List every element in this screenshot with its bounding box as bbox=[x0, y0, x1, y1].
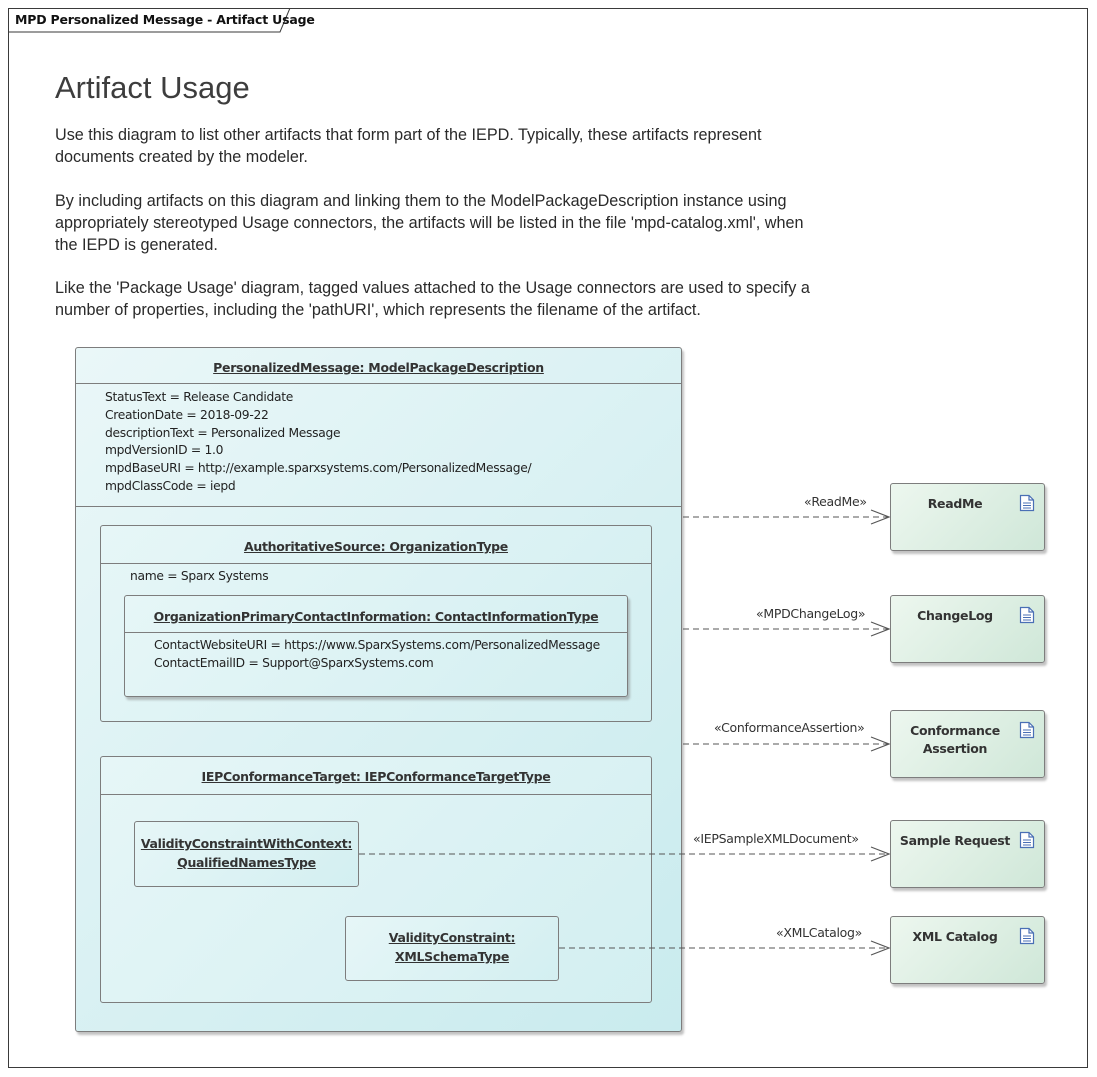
mpd-attr: mpdBaseURI = http://example.sparxsystems… bbox=[105, 461, 532, 476]
contact-information-box[interactable]: OrganizationPrimaryContactInformation: C… bbox=[124, 595, 628, 697]
stereotype-label: «ReadMe» bbox=[804, 494, 867, 509]
frame-title: MPD Personalized Message - Artifact Usag… bbox=[15, 12, 315, 27]
mpd-attr: mpdClassCode = iepd bbox=[105, 478, 236, 493]
diagram-frame bbox=[8, 8, 1088, 1068]
validity-context-line1: ValidityConstraintWithContext: bbox=[140, 836, 353, 851]
artifact-label: Conformance Assertion bbox=[891, 722, 1019, 758]
conformance-target-title: IEPConformanceTarget: IEPConformanceTarg… bbox=[201, 769, 551, 784]
validity-context-label: ValidityConstraintWithContext: Qualified… bbox=[135, 834, 358, 872]
authoritative-source-divider bbox=[101, 563, 651, 564]
artifact-label: ReadMe bbox=[891, 495, 1019, 513]
document-icon bbox=[1019, 831, 1035, 849]
contact-information-divider bbox=[125, 632, 627, 633]
document-icon bbox=[1019, 721, 1035, 739]
contact-attr: ContactEmailID = Support@SparxSystems.co… bbox=[154, 655, 434, 670]
arrowhead-icon bbox=[870, 940, 891, 956]
note-paragraph-3: Like the 'Package Usage' diagram, tagged… bbox=[55, 279, 810, 319]
validity-line2: XMLSchemaType bbox=[394, 949, 509, 964]
artifact-sample-request[interactable]: Sample Request bbox=[890, 820, 1045, 888]
mpd-attr: descriptionText = Personalized Message bbox=[105, 425, 341, 440]
mpd-header-divider bbox=[76, 383, 681, 384]
validity-constraint-with-context-box[interactable]: ValidityConstraintWithContext: Qualified… bbox=[134, 821, 359, 887]
stereotype-label: «ConformanceAssertion» bbox=[714, 720, 865, 735]
artifact-changelog[interactable]: ChangeLog bbox=[890, 595, 1045, 663]
artifact-label: XML Catalog bbox=[891, 928, 1019, 946]
artifact-label-line1: Conformance bbox=[910, 723, 1000, 738]
note-paragraph-1: Use this diagram to list other artifacts… bbox=[55, 126, 762, 166]
mpd-attr: StatusText = Release Candidate bbox=[105, 390, 293, 404]
document-icon bbox=[1019, 606, 1035, 624]
mpd-attributes: StatusText = Release Candidate CreationD… bbox=[105, 389, 532, 496]
artifact-readme[interactable]: ReadMe bbox=[890, 483, 1045, 551]
note-paragraph-2: By including artifacts on this diagram a… bbox=[55, 192, 804, 254]
artifact-label-line1: Sample Request bbox=[899, 833, 1011, 848]
mpd-attr: mpdVersionID = 1.0 bbox=[105, 443, 224, 458]
artifact-label-line2: Assertion bbox=[922, 741, 988, 756]
artifact-label: ChangeLog bbox=[891, 607, 1019, 625]
note-title: Artifact Usage bbox=[55, 70, 250, 105]
artifact-conformance-assertion[interactable]: Conformance Assertion bbox=[890, 710, 1045, 778]
arrowhead-icon bbox=[870, 736, 891, 752]
artifact-label: Sample Request bbox=[891, 832, 1019, 850]
contact-attr: ContactWebsiteURI = https://www.SparxSys… bbox=[154, 638, 600, 652]
validity-constraint-box[interactable]: ValidityConstraint: XMLSchemaType bbox=[345, 916, 559, 981]
authoritative-source-title: AuthoritativeSource: OrganizationType bbox=[243, 539, 508, 554]
artifact-label-line1: ReadMe bbox=[927, 496, 983, 511]
mpd-attr: CreationDate = 2018-09-22 bbox=[105, 407, 269, 422]
stereotype-label: «XMLCatalog» bbox=[776, 925, 863, 940]
contact-information-title: OrganizationPrimaryContactInformation: C… bbox=[153, 609, 599, 624]
contact-information-attributes: ContactWebsiteURI = https://www.SparxSys… bbox=[154, 637, 600, 673]
validity-line1: ValidityConstraint: bbox=[388, 930, 516, 945]
mpd-instance-title: PersonalizedMessage: ModelPackageDescrip… bbox=[213, 360, 544, 375]
authoritative-source-attr: name = Sparx Systems bbox=[130, 569, 269, 583]
arrowhead-icon bbox=[870, 621, 891, 637]
stereotype-label: «IEPSampleXMLDocument» bbox=[693, 831, 859, 846]
arrowhead-icon bbox=[870, 509, 891, 525]
artifact-label-line1: XML Catalog bbox=[912, 929, 998, 944]
validity-label: ValidityConstraint: XMLSchemaType bbox=[346, 928, 558, 966]
artifact-xml-catalog[interactable]: XML Catalog bbox=[890, 916, 1045, 984]
document-icon bbox=[1019, 494, 1035, 512]
document-icon bbox=[1019, 927, 1035, 945]
validity-context-line2: QualifiedNamesType bbox=[177, 855, 316, 870]
mpd-attr-divider bbox=[76, 506, 681, 507]
conformance-target-divider bbox=[101, 794, 651, 795]
stereotype-label: «MPDChangeLog» bbox=[756, 606, 866, 621]
artifact-label-line1: ChangeLog bbox=[917, 608, 993, 623]
arrowhead-icon bbox=[870, 846, 891, 862]
